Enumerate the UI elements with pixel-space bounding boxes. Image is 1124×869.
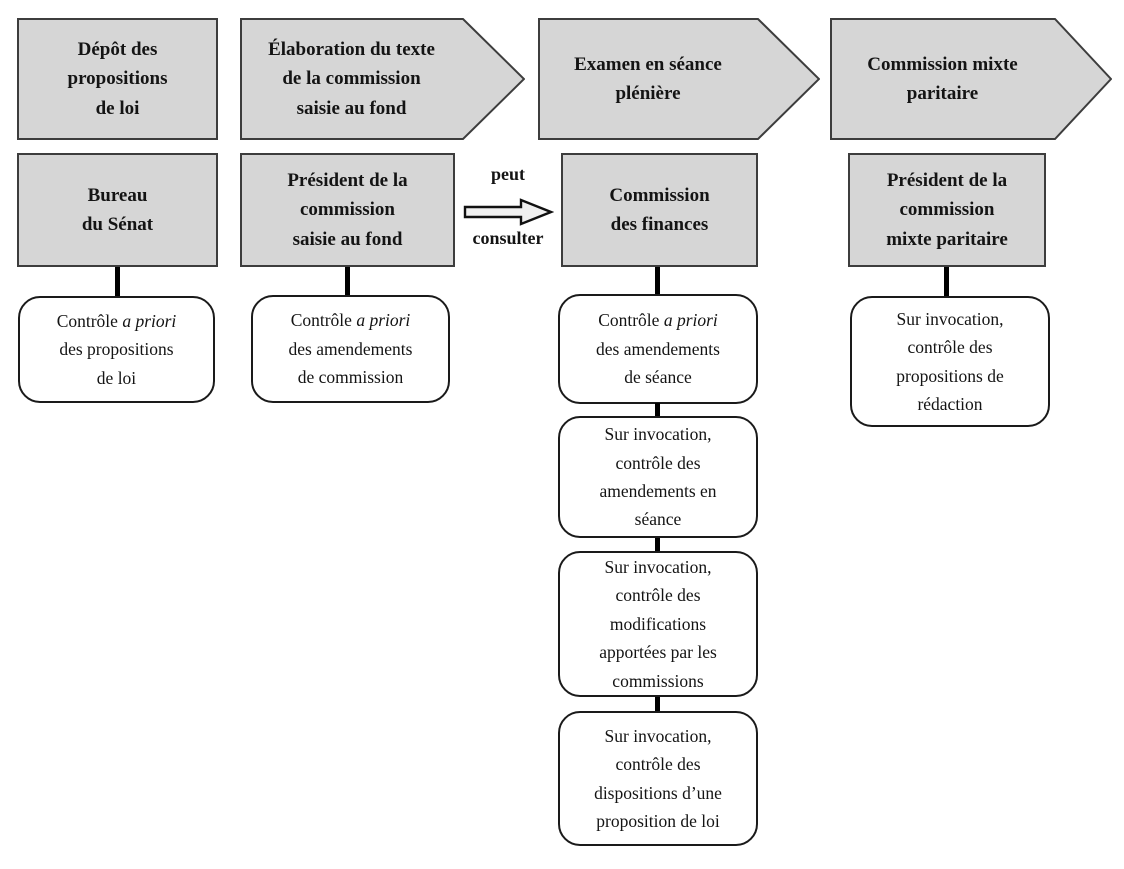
- stage-examen-seance: Examen en séance plénière: [538, 18, 820, 140]
- stage-label: Commission mixte paritaire: [867, 53, 1018, 104]
- control-dispositions-proposition: Sur invocation, contrôle des disposition…: [558, 711, 758, 846]
- right-arrow-shape: [538, 18, 820, 140]
- control-amendements-seance-apriori: Contrôle a priori des amendements de séa…: [558, 294, 758, 404]
- stage-label: Examen en séance plénière: [574, 53, 722, 104]
- actor-commission-finances: Commission des finances: [561, 153, 758, 267]
- control-text: Contrôle: [598, 310, 664, 331]
- consult-label-bottom: consulter: [472, 228, 544, 248]
- actor-bureau-senat: Bureau du Sénat: [17, 153, 218, 267]
- connector-cmp: [944, 267, 949, 297]
- consult-arrow-icon: [463, 198, 554, 226]
- connector-finances: [655, 267, 660, 295]
- control-modifications-commissions: Sur invocation, contrôle des modificatio…: [558, 551, 758, 697]
- control-propositions-redaction: Sur invocation, contrôle des proposition…: [850, 296, 1050, 427]
- connector-bureau: [115, 267, 120, 297]
- right-arrow-shape: [830, 18, 1112, 140]
- connector-finances-4: [655, 697, 660, 712]
- control-amendements-en-seance: Sur invocation, contrôle des amendements…: [558, 416, 758, 538]
- control-propositions-loi: Contrôle a priori des propositions de lo…: [18, 296, 215, 403]
- control-text: des amendements de commission: [288, 338, 413, 388]
- control-text-italic: a priori: [663, 310, 718, 331]
- control-text-italic: a priori: [356, 310, 411, 331]
- actor-president-commission-fond: Président de la commission saisie au fon…: [240, 153, 455, 267]
- connector-finances-2: [655, 403, 660, 417]
- right-arrow-shape: [240, 18, 525, 140]
- connector-finances-3: [655, 538, 660, 552]
- stage-label: Élaboration du texte de la commission sa…: [268, 38, 435, 119]
- connector-commission-fond: [345, 267, 350, 296]
- actor-president-cmp: Président de la commission mixte paritai…: [848, 153, 1046, 267]
- control-text: Contrôle: [290, 310, 357, 331]
- stage-commission-mixte: Commission mixte paritaire: [830, 18, 1112, 140]
- stage-depot-propositions: Dépôt des propositions de loi: [17, 18, 218, 140]
- control-text: des propositions de loi: [59, 339, 174, 388]
- stage-elaboration-texte: Élaboration du texte de la commission sa…: [240, 18, 525, 140]
- control-text-italic: a priori: [122, 310, 177, 331]
- control-amendements-commission: Contrôle a priori des amendements de com…: [251, 295, 450, 403]
- control-text: des amendements de séance: [596, 338, 720, 388]
- consult-label-top: peut: [490, 164, 525, 184]
- control-text: Contrôle: [56, 310, 123, 331]
